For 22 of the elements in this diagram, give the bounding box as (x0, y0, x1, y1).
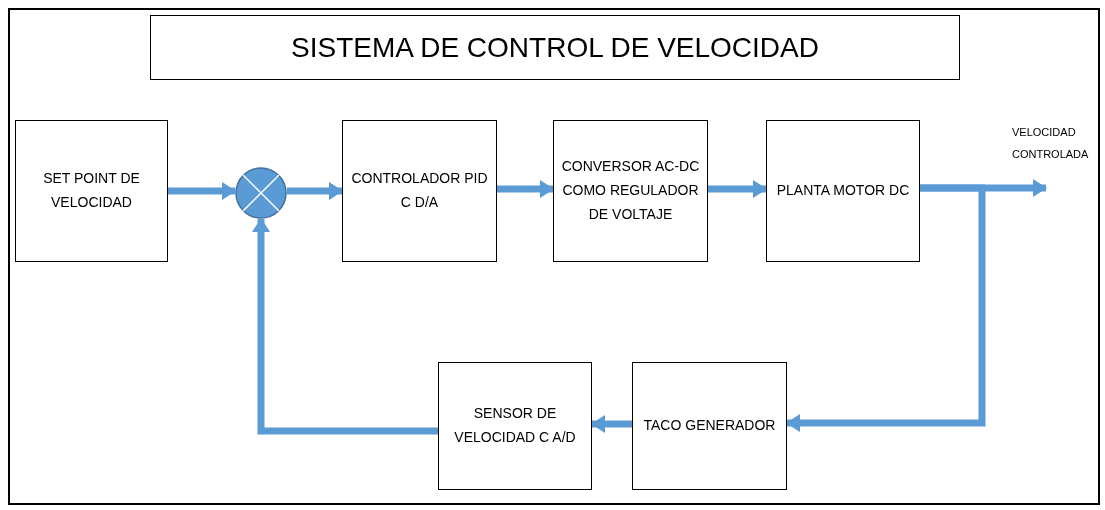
process-box (632, 362, 787, 490)
arrow (708, 180, 767, 198)
box-label: CONTROLADOR PID C D/A (350, 169, 489, 212)
arrow (497, 180, 554, 198)
arrow (252, 218, 438, 435)
title: SISTEMA DE CONTROL DE VELOCIDAD (150, 15, 960, 80)
arrow (591, 415, 632, 433)
box-label: CONVERSOR AC-DC COMO REGULADOR DE VOLTAJE (560, 157, 701, 224)
box-label: SENSOR DE VELOCIDAD C A/D (453, 404, 577, 447)
process-box (766, 120, 920, 262)
process-box (15, 120, 168, 262)
output-label: VELOCIDAD CONTROLADA (1012, 125, 1090, 162)
box-label: PLANTA MOTOR DC (776, 181, 910, 201)
arrow (287, 182, 343, 200)
arrow (168, 182, 236, 200)
summing-junction (235, 167, 287, 219)
box-label: SET POINT DE VELOCIDAD (42, 169, 141, 212)
arrow (786, 184, 986, 432)
process-box (342, 120, 497, 262)
box-label: TACO GENERADOR (643, 416, 776, 436)
process-box (438, 362, 592, 490)
process-box (553, 120, 708, 262)
